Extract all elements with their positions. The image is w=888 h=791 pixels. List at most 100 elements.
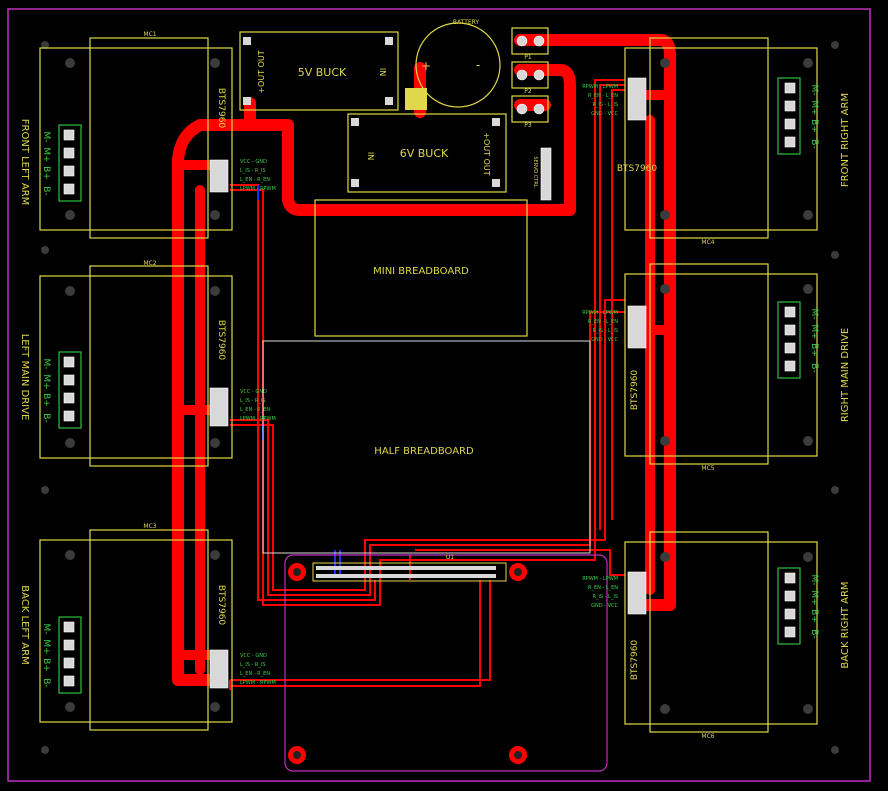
- five-v-in-label: IN: [378, 68, 387, 76]
- battery-minus: -: [476, 58, 480, 72]
- power-traces: [172, 34, 676, 686]
- svg-text:P3: P3: [524, 122, 532, 129]
- u1-header: [312, 562, 507, 582]
- svg-text:L_EN - R_EN: L_EN - R_EN: [240, 177, 270, 183]
- pin-labels-fl: VCC - GND L_IS - R_IS L_EN - R_EN LPWM -…: [240, 159, 276, 192]
- svg-text:L_IS - R_IS: L_IS - R_IS: [240, 398, 266, 404]
- svg-text:B-: B-: [809, 629, 819, 638]
- pin-labels-rm: RPWM - LPWM R_EN - L_EN R_IS - L_IS GND …: [582, 310, 618, 343]
- svg-text:B-: B-: [41, 413, 51, 422]
- svg-text:R_IS - L_IS: R_IS - L_IS: [592, 594, 618, 600]
- svg-text:M+: M+: [41, 639, 51, 654]
- label-back-right-arm: BACK RIGHT ARM: [840, 581, 851, 668]
- half-breadboard-outline: [262, 340, 591, 554]
- svg-text:M-: M-: [41, 131, 51, 142]
- svg-text:L_EN - R_EN: L_EN - R_EN: [240, 671, 270, 677]
- battery-label: BATTERY: [453, 19, 480, 26]
- svg-text:L_EN - R_EN: L_EN - R_EN: [240, 407, 270, 413]
- svg-text:M+: M+: [809, 324, 819, 339]
- driver-back-left: [39, 529, 233, 731]
- servo-ctrl-header: [540, 147, 552, 201]
- svg-text:M+: M+: [41, 147, 51, 162]
- label-left-main-drive: LEFT MAIN DRIVE: [19, 334, 30, 421]
- svg-text:U1: U1: [446, 554, 454, 561]
- svg-text:M-: M-: [41, 623, 51, 634]
- terminal-blocks: [405, 27, 549, 123]
- u1-mount-holes: [288, 563, 527, 764]
- label-back-left-arm: BACK LEFT ARM: [19, 585, 30, 664]
- mounting-holes: [41, 41, 839, 754]
- label-right-main-drive: RIGHT MAIN DRIVE: [840, 328, 851, 422]
- pin-labels-br: RPWM - LPWM R_EN - L_EN R_IS - L_IS GND …: [582, 576, 618, 609]
- svg-text:B-: B-: [809, 139, 819, 148]
- svg-text:LPWM - RPWM: LPWM - RPWM: [240, 680, 276, 686]
- chip-label-br: BTS7960: [630, 640, 640, 681]
- mini-breadboard-outline: [314, 199, 528, 337]
- svg-text:B+: B+: [809, 343, 819, 357]
- svg-text:M+: M+: [41, 374, 51, 389]
- svg-text:RPWM - LPWM: RPWM - LPWM: [582, 84, 618, 90]
- svg-text:B+: B+: [41, 658, 51, 672]
- half-breadboard-label: HALF BREADBOARD: [374, 446, 474, 457]
- chip-label-bl: BTS7960: [216, 585, 226, 626]
- svg-text:R_IS - L_IS: R_IS - L_IS: [592, 328, 618, 334]
- svg-text:M-: M-: [809, 84, 819, 95]
- svg-text:B-: B-: [41, 186, 51, 195]
- svg-text:R_EN - L_EN: R_EN - L_EN: [588, 585, 618, 591]
- u1-header-pins: [316, 566, 496, 578]
- driver-right-main: [624, 263, 818, 465]
- refdes-labels: MC1 MC2 MC3 MC4 MC5 MC6 U1 P1 P2 P3: [143, 31, 714, 740]
- svg-text:M+: M+: [809, 100, 819, 115]
- svg-text:LPWM - RPWM: LPWM - RPWM: [240, 416, 276, 422]
- label-front-right-arm: FRONT RIGHT ARM: [840, 93, 851, 187]
- u1-outline: [284, 554, 608, 772]
- svg-text:VCC - GND: VCC - GND: [240, 653, 267, 659]
- chip-label-rm: BTS7960: [630, 370, 640, 411]
- svg-text:M-: M-: [41, 358, 51, 369]
- svg-text:LPWM - RPWM: LPWM - RPWM: [240, 186, 276, 192]
- five-v-buck-outline: [239, 31, 399, 111]
- chip-label-lm: BTS7960: [216, 320, 226, 361]
- bottom-traces: [257, 185, 341, 578]
- terminal-labels-left: M- M+ B+ B- M- M+ B+ B- M- M+ B+ B-: [41, 131, 51, 687]
- five-v-out-label: +OUT OUT: [257, 50, 266, 93]
- pin-labels-lm: VCC - GND L_IS - R_IS L_EN - R_EN LPWM -…: [240, 389, 276, 422]
- svg-text:M+: M+: [809, 590, 819, 605]
- svg-text:MC2: MC2: [143, 260, 156, 267]
- svg-text:P2: P2: [524, 88, 532, 95]
- svg-text:R_EN - L_EN: R_EN - L_EN: [588, 319, 618, 325]
- svg-text:RPWM - LPWM: RPWM - LPWM: [582, 576, 618, 582]
- pin-labels-fr: RPWM - LPWM R_EN - L_EN R_IS - L_IS GND …: [582, 84, 618, 117]
- six-v-out-label: +OUT OUT: [482, 132, 491, 175]
- svg-text:R_IS - L_IS: R_IS - L_IS: [592, 102, 618, 108]
- svg-text:MC5: MC5: [701, 465, 714, 472]
- five-v-buck-label: 5V BUCK: [298, 66, 347, 79]
- svg-text:B-: B-: [41, 678, 51, 687]
- servo-ctrl-label: SERVO CTRL: [532, 156, 538, 187]
- svg-text:R_EN - L_EN: R_EN - L_EN: [588, 93, 618, 99]
- pin-labels-bl: VCC - GND L_IS - R_IS L_EN - R_EN LPWM -…: [240, 653, 276, 686]
- terminal-labels-right: M- M+ B+ B- M- M+ B+ B- M- M+ B+ B-: [809, 84, 819, 638]
- svg-text:M-: M-: [809, 308, 819, 319]
- svg-text:L_IS - R_IS: L_IS - R_IS: [240, 662, 266, 668]
- svg-text:MC4: MC4: [701, 239, 714, 246]
- label-front-left-arm: FRONT LEFT ARM: [19, 119, 30, 206]
- buck-pads: [243, 37, 500, 187]
- svg-text:B+: B+: [809, 609, 819, 623]
- svg-text:GND - VCC: GND - VCC: [591, 603, 618, 609]
- six-v-buck-label: 6V BUCK: [400, 147, 449, 160]
- board-outline: [7, 8, 871, 782]
- driver-front-left: [39, 37, 233, 239]
- svg-text:MC6: MC6: [701, 733, 714, 740]
- mini-breadboard-label: MINI BREADBOARD: [373, 266, 469, 277]
- svg-text:B+: B+: [41, 166, 51, 180]
- svg-text:RPWM - LPWM: RPWM - LPWM: [582, 310, 618, 316]
- driver-front-right: [624, 37, 818, 239]
- svg-text:P1: P1: [524, 54, 532, 61]
- svg-text:B+: B+: [41, 393, 51, 407]
- svg-text:VCC - GND: VCC - GND: [240, 159, 267, 165]
- chip-label-fr: BTS7960: [617, 164, 658, 174]
- svg-text:GND - VCC: GND - VCC: [591, 337, 618, 343]
- svg-text:VCC - GND: VCC - GND: [240, 389, 267, 395]
